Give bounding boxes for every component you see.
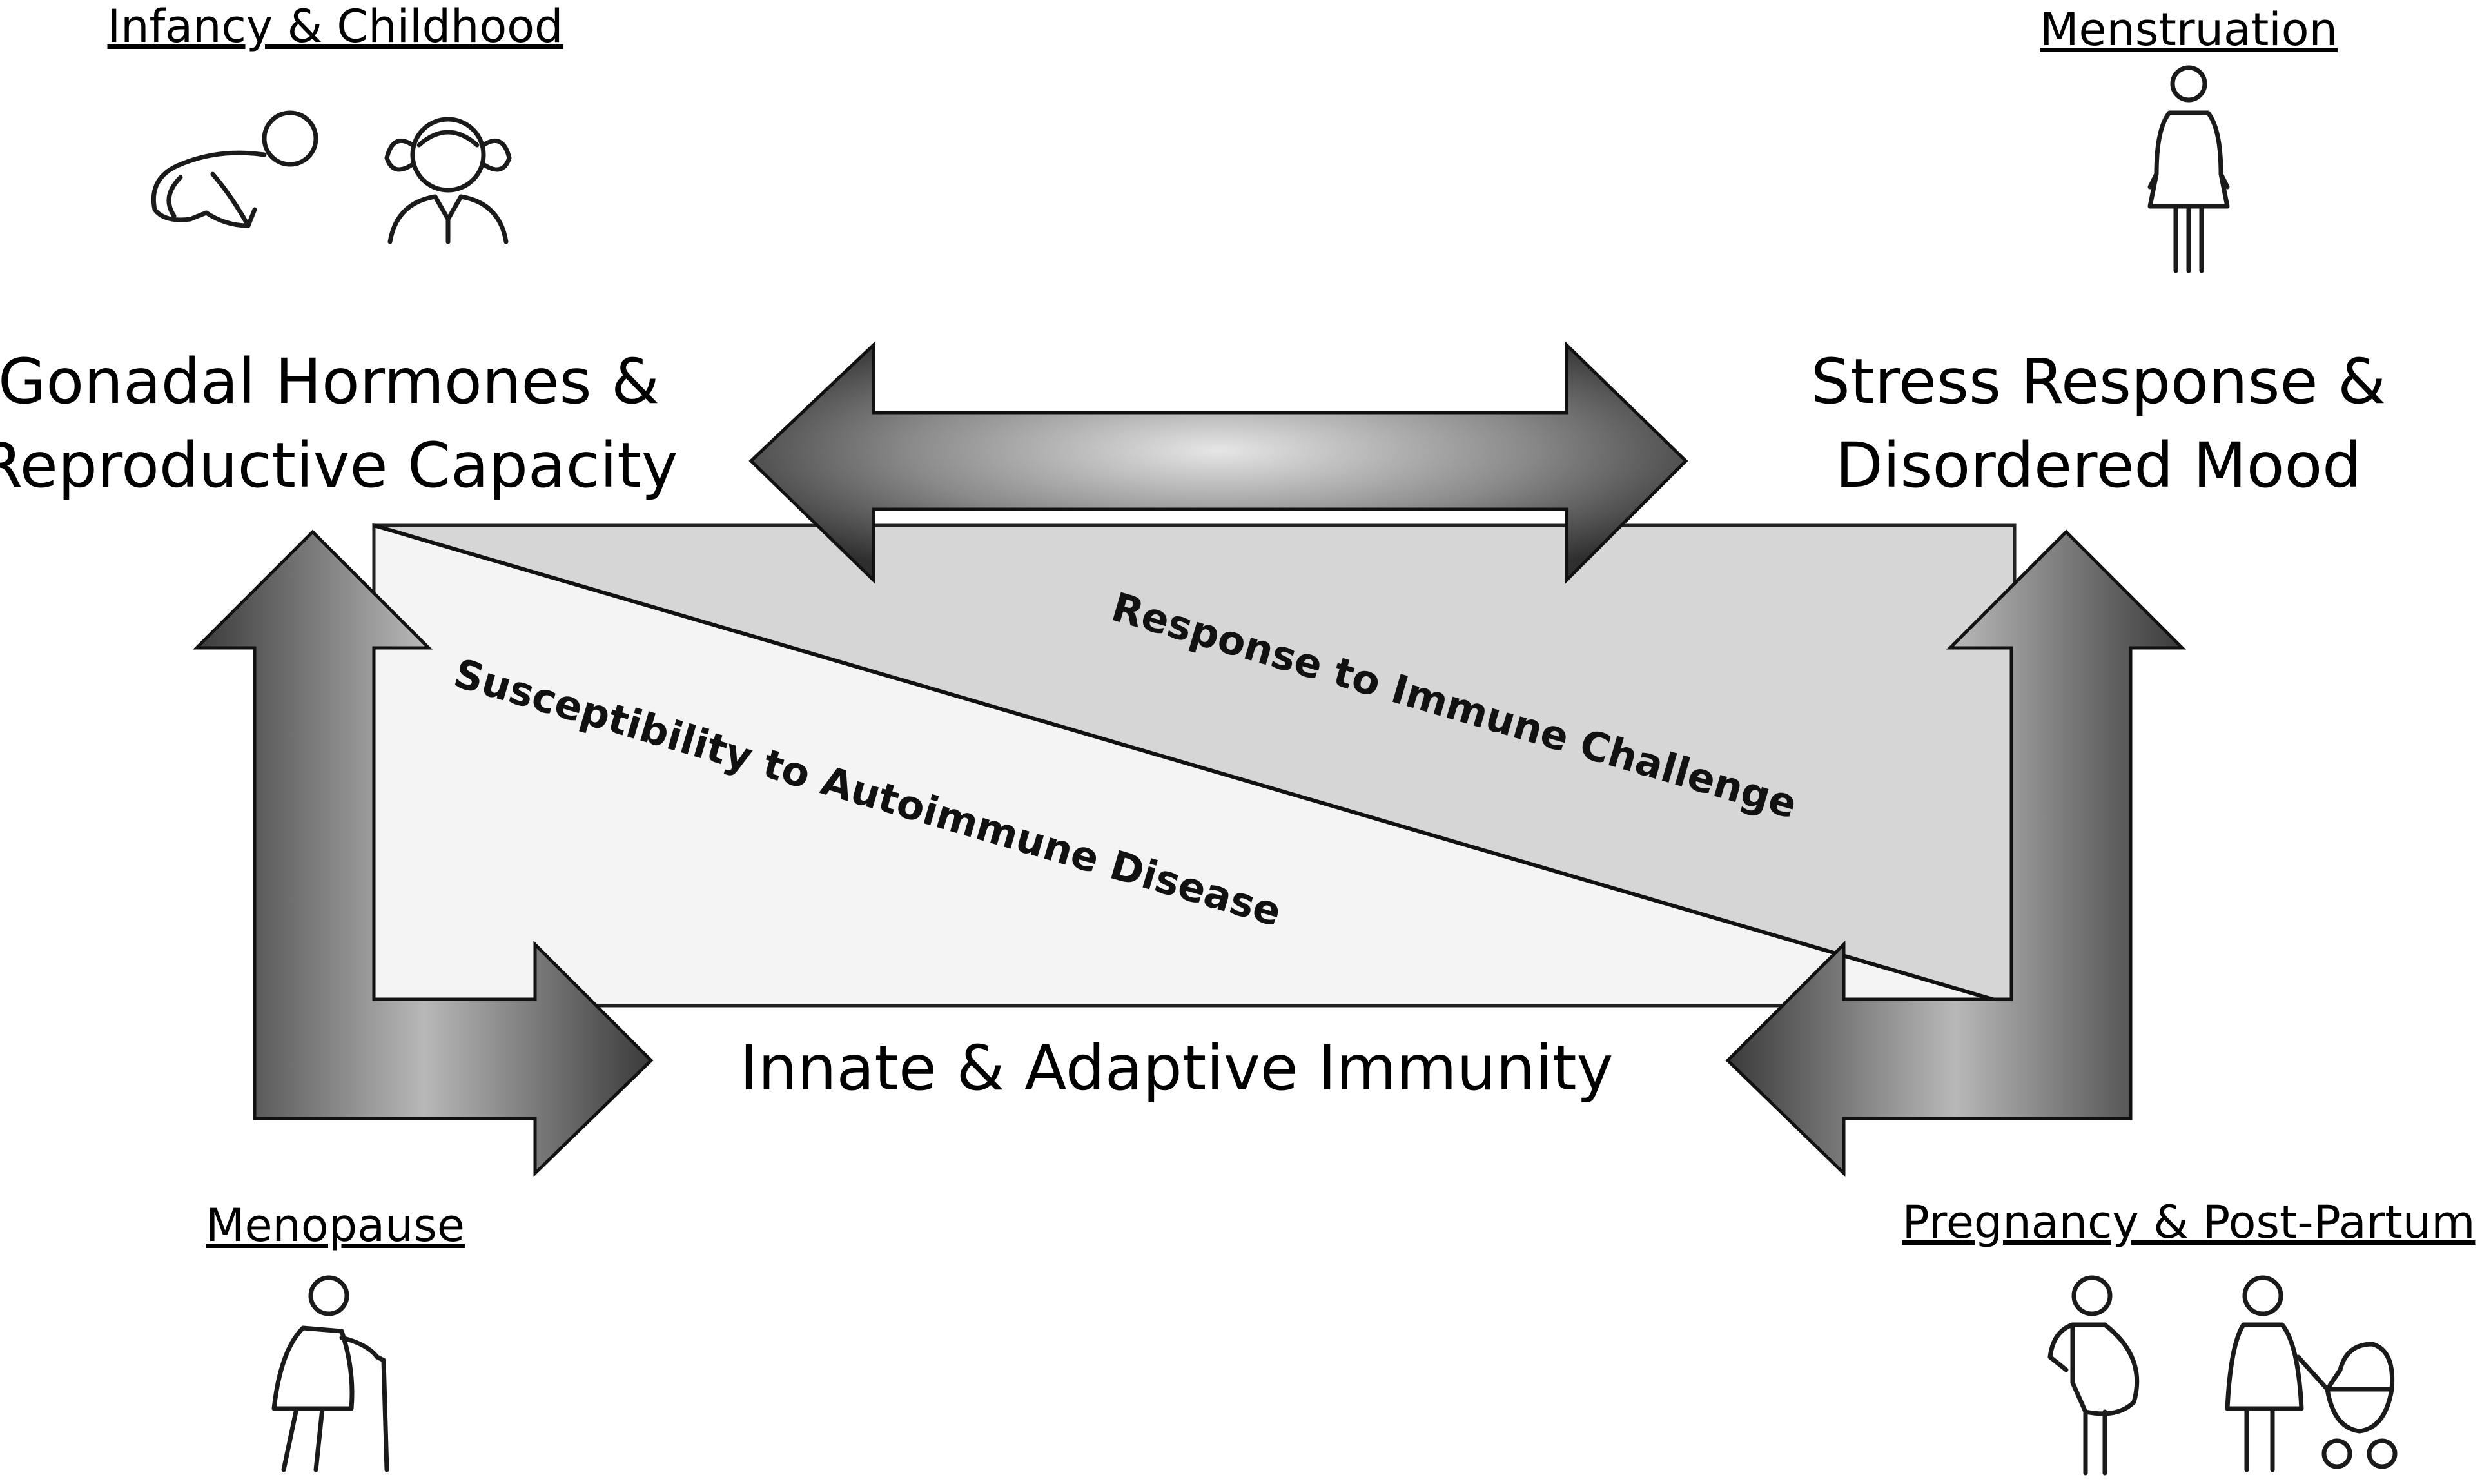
gonadal-label-line2: Reproductive Capacity bbox=[0, 429, 678, 502]
infancy-label: Infancy & Childhood bbox=[108, 0, 563, 53]
left-bent-arrow bbox=[192, 529, 654, 1177]
woman-icon bbox=[2147, 65, 2230, 273]
crawling-baby-icon bbox=[151, 110, 318, 228]
immunity-label: Innate & Adaptive Immunity bbox=[740, 1032, 1614, 1104]
menstruation-label: Menstruation bbox=[2040, 3, 2338, 56]
diagonal-divider bbox=[373, 523, 2015, 1008]
pregnant-woman-icon bbox=[2047, 1275, 2140, 1476]
double-arrow-top bbox=[748, 341, 1688, 585]
pregnancy-label: Pregnancy & Post-Partum bbox=[1902, 1196, 2476, 1249]
immune-rectangle bbox=[372, 523, 2017, 1008]
woman-with-stroller-icon bbox=[2225, 1275, 2398, 1472]
right-bent-arrow bbox=[1725, 529, 2187, 1177]
stress-label-line2: Disordered Mood bbox=[1835, 429, 2361, 502]
menopause-label: Menopause bbox=[206, 1199, 465, 1252]
elderly-woman-with-cane-icon bbox=[271, 1275, 389, 1472]
gonadal-label-line1: Gonadal Hormones & bbox=[0, 346, 660, 418]
stress-label-line1: Stress Response & bbox=[1811, 346, 2386, 418]
girl-icon bbox=[384, 117, 512, 244]
